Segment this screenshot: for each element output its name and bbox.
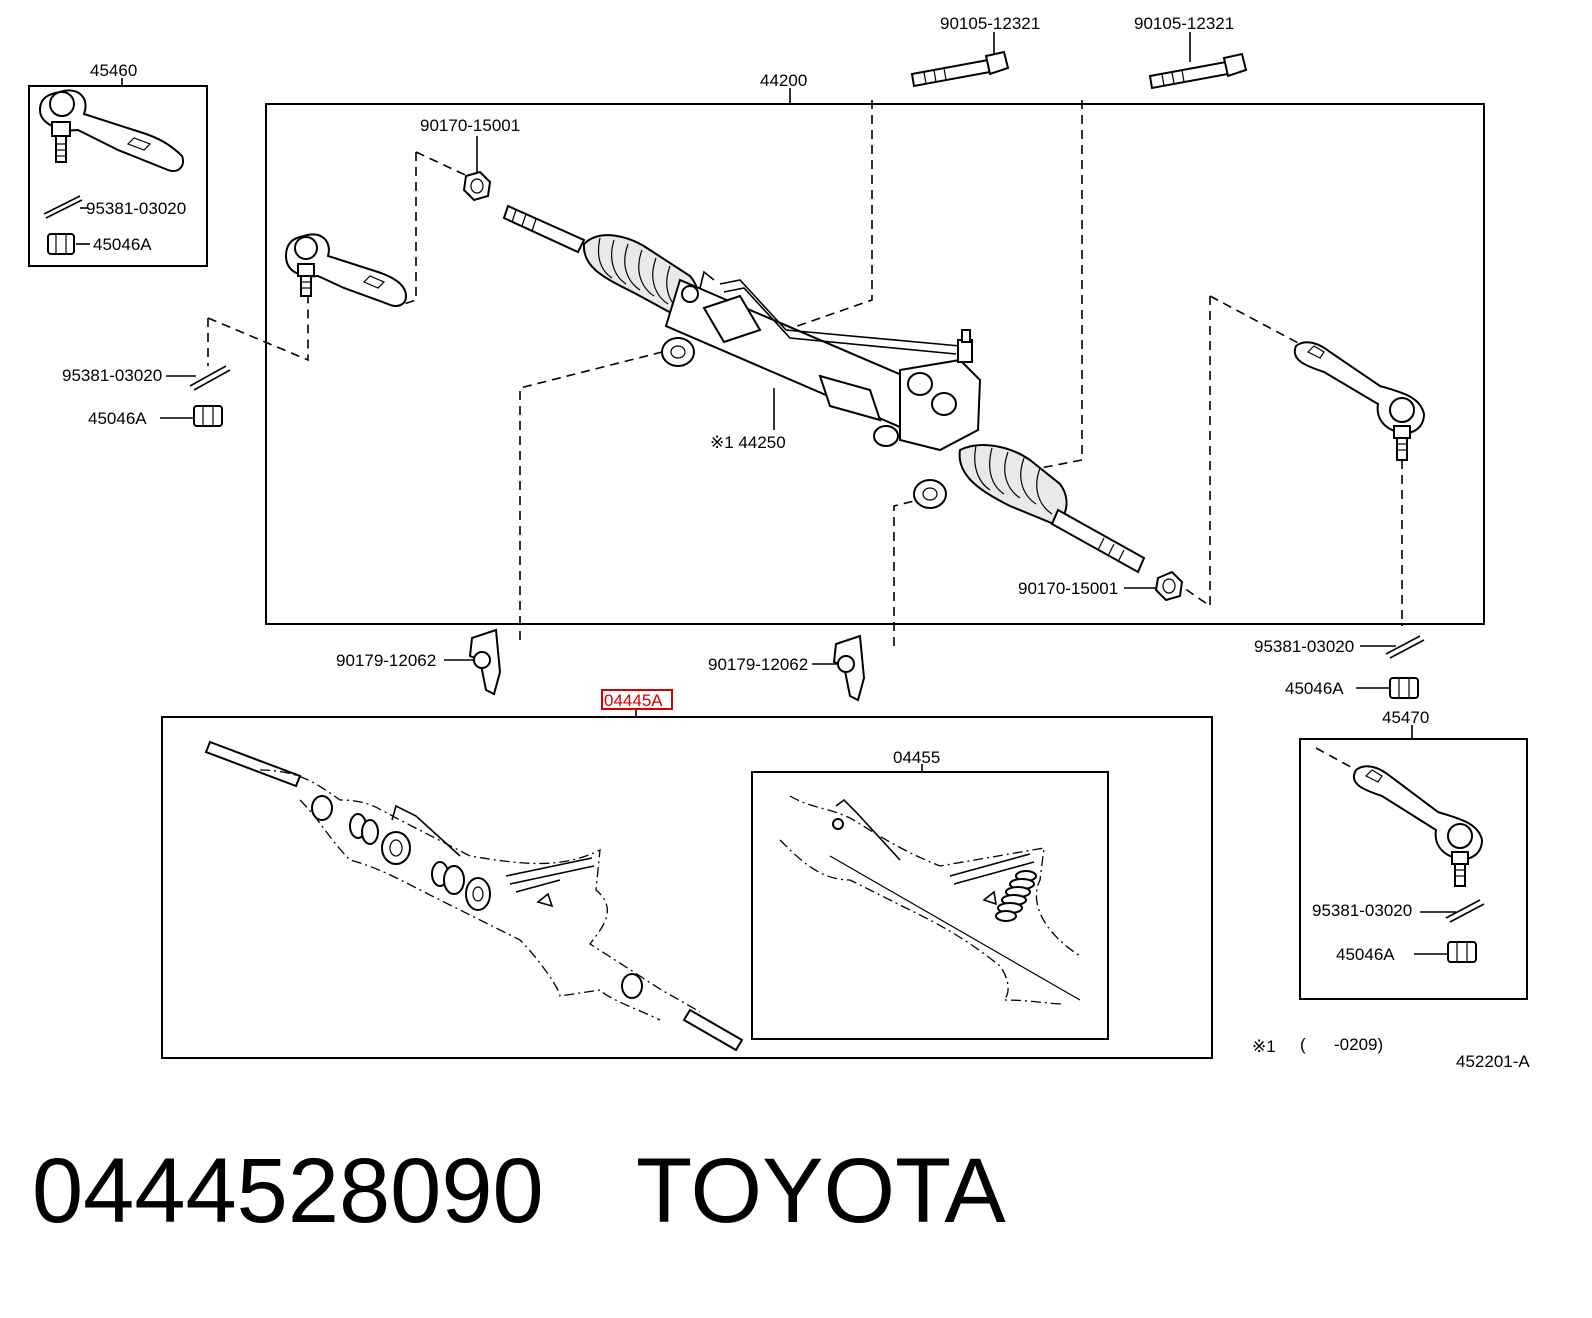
bolt-1-label[interactable]: 90105-12321 — [940, 14, 1040, 33]
diagram-code: 452201-A — [1456, 1052, 1530, 1071]
nut-icon — [160, 405, 223, 427]
rack-phantom-outline-icon — [204, 740, 744, 1052]
rack-assembly-label[interactable]: 44200 — [760, 71, 807, 90]
gasket-kit-highlight-box — [601, 689, 673, 710]
rack-housing-label[interactable]: ※1 44250 — [710, 433, 786, 452]
tie-rod-end-icon — [284, 233, 408, 307]
cotter-pin-icon — [166, 365, 231, 391]
brand-caption: TOYOTA — [636, 1140, 1006, 1242]
tie-rod-end-left-box — [28, 85, 208, 267]
tie-rod-end-right-box-label[interactable]: 45470 — [1382, 708, 1429, 727]
nut-icon — [1124, 570, 1184, 602]
cotter-pin-icon — [1360, 635, 1425, 659]
bracket-right-label[interactable]: 90179-12062 — [708, 655, 808, 674]
steering-rack-icon — [502, 204, 1146, 574]
nut-right-label[interactable]: 45046A — [1285, 679, 1344, 698]
cotter-pin-left-box-label[interactable]: 95381-03020 — [86, 199, 186, 218]
bolt-2-label[interactable]: 90105-12321 — [1134, 14, 1234, 33]
valve-phantom-outline-icon — [779, 795, 1081, 1005]
tie-rod-end-icon — [1353, 765, 1484, 887]
bolt-icon — [1148, 32, 1248, 90]
nut-left-box-label[interactable]: 45046A — [93, 235, 152, 254]
nut-icon — [47, 233, 90, 255]
tie-rod-end-icon — [38, 89, 184, 172]
nut-bottom-label[interactable]: 90170-15001 — [1018, 579, 1118, 598]
nut-left-label[interactable]: 45046A — [88, 409, 147, 428]
cotter-pin-right-label[interactable]: 95381-03020 — [1254, 637, 1354, 656]
tie-rod-end-icon — [1293, 341, 1426, 461]
cotter-pin-left-label[interactable]: 95381-03020 — [62, 366, 162, 385]
bolt-icon — [910, 32, 1010, 88]
nut-icon — [1356, 677, 1419, 699]
bracket-icon — [812, 634, 866, 702]
gasket-kit-box — [161, 716, 1213, 1059]
nut-icon — [462, 136, 492, 202]
gasket-kit-sub-label[interactable]: 04455 — [893, 748, 940, 767]
cotter-pin-right-box-label[interactable]: 95381-03020 — [1312, 901, 1412, 920]
gasket-kit-label[interactable]: 04445A — [604, 691, 663, 710]
footnote-range: ( -0209) — [1300, 1035, 1383, 1054]
bracket-left-label[interactable]: 90179-12062 — [336, 651, 436, 670]
gasket-kit-sub-box — [751, 771, 1109, 1040]
nut-icon — [1414, 941, 1477, 963]
rack-assembly-box — [265, 103, 1485, 625]
bracket-icon — [444, 628, 502, 696]
tie-rod-end-left-box-label[interactable]: 45460 — [90, 61, 137, 80]
cotter-pin-icon — [43, 195, 88, 219]
footnote-mark: ※1 — [1252, 1037, 1276, 1056]
nut-right-box-label[interactable]: 45046A — [1336, 945, 1395, 964]
part-number-caption: 0444528090 — [32, 1140, 544, 1242]
cotter-pin-icon — [1420, 899, 1485, 923]
nut-top-label[interactable]: 90170-15001 — [420, 116, 520, 135]
tie-rod-end-right-box — [1299, 738, 1528, 1000]
